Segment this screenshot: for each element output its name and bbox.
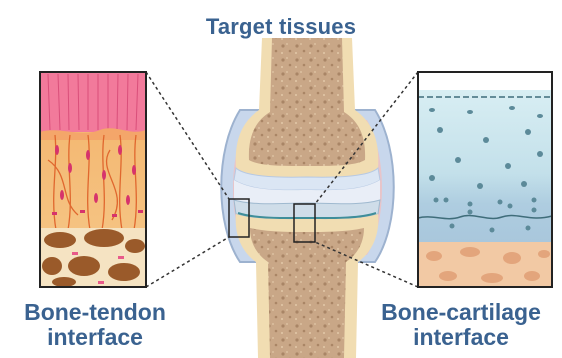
bone-cartilage-panel [418,72,552,287]
bone-cartilage-label: Bone-cartilage interface [360,300,562,350]
bone-tendon-panel [40,72,146,287]
tendon-layer [40,72,146,132]
bone-cartilage-label-line1: Bone-cartilage [360,300,562,325]
bone-tendon-label-line1: Bone-tendon [0,300,190,325]
cartilage-layer [418,90,552,242]
bone-tendon-label-line2: interface [0,325,190,350]
bone-cartilage-label-line2: interface [360,325,562,350]
bone-tendon-label: Bone-tendon interface [0,300,190,350]
